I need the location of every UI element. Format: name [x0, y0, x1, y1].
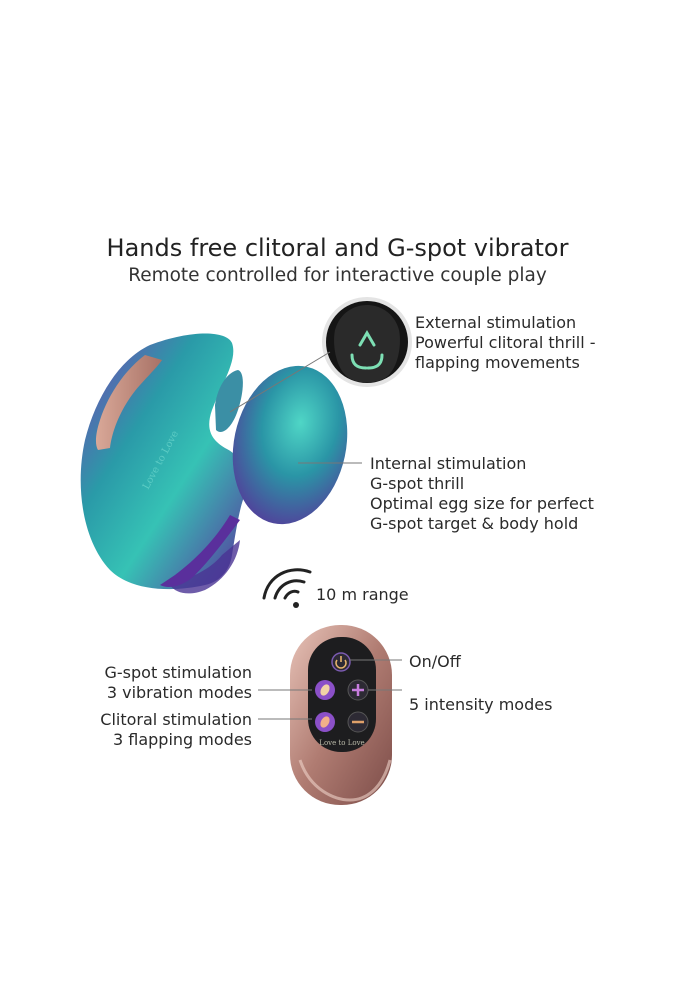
callout-line: Optimal egg size for perfect: [370, 494, 594, 513]
remote-logo: Love to Love: [319, 739, 364, 747]
page-title: Hands free clitoral and G-spot vibrator: [106, 234, 569, 262]
remote-control: [290, 625, 392, 805]
intensity-label: 5 intensity modes: [409, 695, 553, 714]
callout-line: Clitoral stimulation: [100, 710, 252, 729]
wireless-range-icon: [262, 568, 312, 608]
g-spot-remote-callout: G-spot stimulation 3 vibration modes: [105, 663, 253, 703]
external-stimulation-callout: External stimulation Powerful clitoral t…: [415, 313, 596, 373]
clitoral-mode-button[interactable]: [315, 712, 335, 732]
clitoral-remote-callout: Clitoral stimulation 3 flapping modes: [100, 710, 252, 750]
callout-line: G-spot target & body hold: [370, 514, 579, 533]
power-button[interactable]: [331, 652, 351, 672]
range-label: 10 m range: [316, 585, 409, 604]
zoom-detail-circle: [322, 297, 412, 387]
callout-line: Internal stimulation: [370, 454, 527, 473]
callout-line: G-spot stimulation: [104, 663, 253, 682]
g-spot-egg: [232, 365, 348, 525]
minus-intensity-button[interactable]: [347, 711, 369, 733]
on-off-label: On/Off: [409, 652, 461, 671]
callout-line: flapping movements: [415, 353, 580, 372]
callout-line: 3 flapping modes: [113, 730, 252, 749]
callout-line: 3 vibration modes: [106, 683, 252, 702]
flapping-arrows-icon: [350, 330, 384, 370]
callout-line: G-spot thrill: [370, 474, 465, 493]
callout-line: Powerful clitoral thrill -: [415, 333, 596, 352]
page-subtitle: Remote controlled for interactive couple…: [128, 265, 547, 286]
internal-stimulation-callout: Internal stimulation G-spot thrill Optim…: [370, 454, 594, 534]
callout-line: External stimulation: [415, 313, 577, 332]
plus-intensity-button[interactable]: [347, 679, 369, 701]
g-spot-mode-button[interactable]: [315, 680, 335, 700]
